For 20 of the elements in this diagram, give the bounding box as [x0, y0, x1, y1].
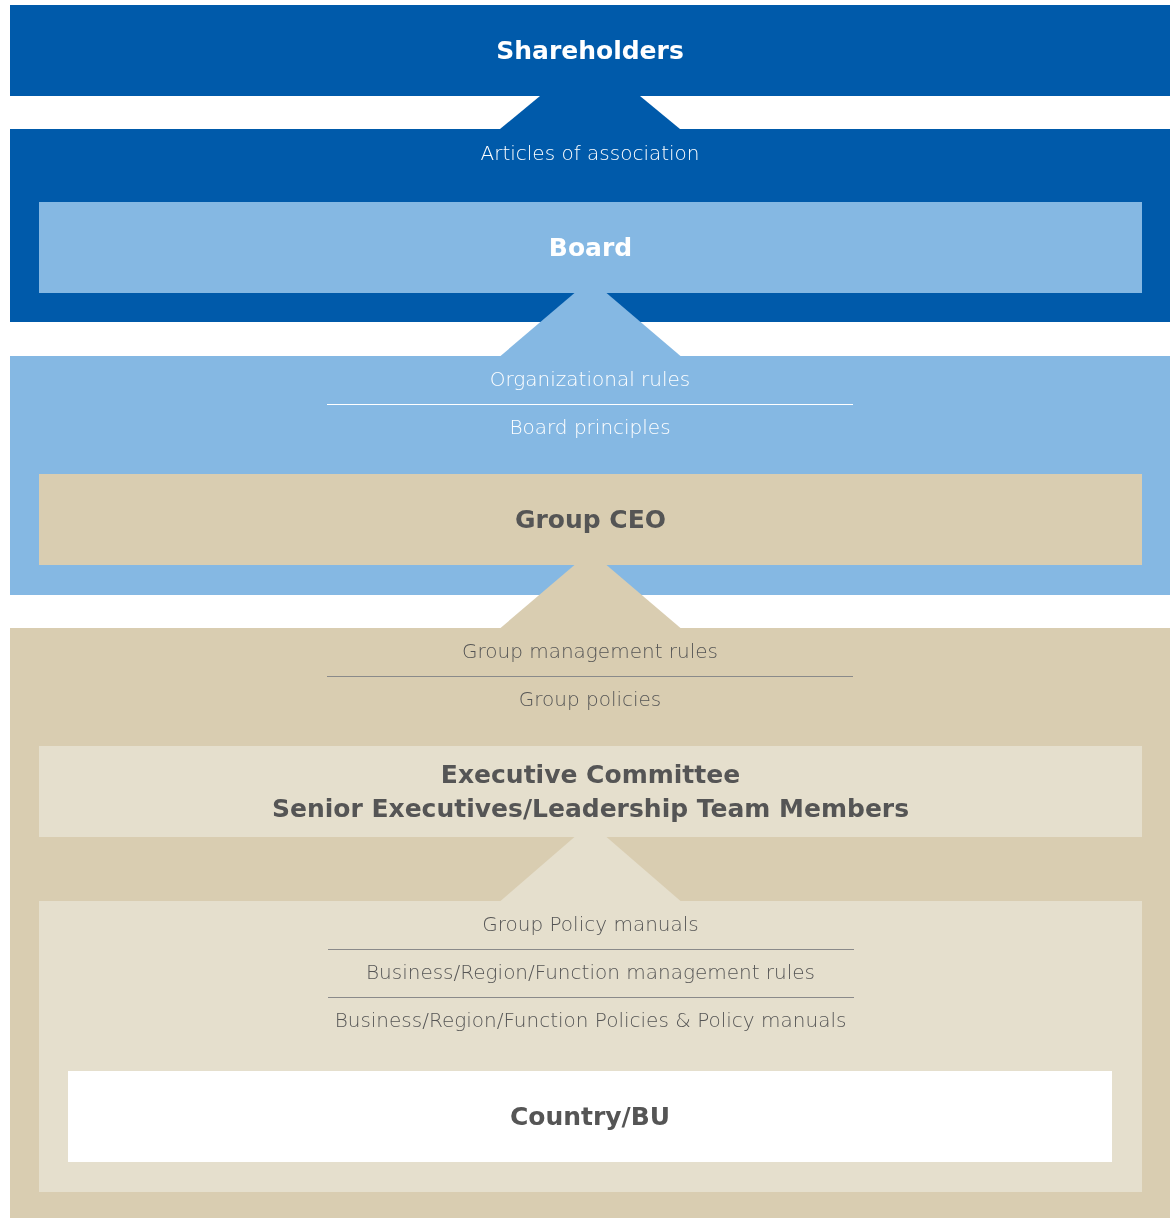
document-text: Business/Region/Function Policies & Policy manuals — [334, 1007, 847, 1034]
role-title: Executive Committee — [440, 759, 741, 789]
connector-trapezoid — [500, 565, 681, 628]
section-band — [10, 628, 1170, 1218]
role-title: Group CEO — [514, 504, 667, 534]
document-text: Business/Region/Function management rules — [365, 959, 816, 986]
document-text: Organizational rules — [489, 366, 691, 393]
role-box — [68, 1071, 1112, 1162]
connector-trapezoid — [500, 96, 680, 129]
role-title: Shareholders — [496, 35, 684, 65]
document-text: Group Policy manuals — [482, 911, 699, 938]
role-title: Senior Executives/Leadership Team Members — [271, 793, 910, 823]
role-title: Board — [548, 232, 633, 262]
document-text: Board principles — [509, 414, 671, 441]
connector-trapezoid — [500, 293, 681, 356]
document-text: Group management rules — [461, 638, 719, 665]
document-text: Articles of association — [480, 140, 700, 167]
role-title: Country/BU — [509, 1101, 671, 1131]
connector-trapezoid — [500, 837, 681, 901]
document-text: Group policies — [518, 686, 662, 713]
